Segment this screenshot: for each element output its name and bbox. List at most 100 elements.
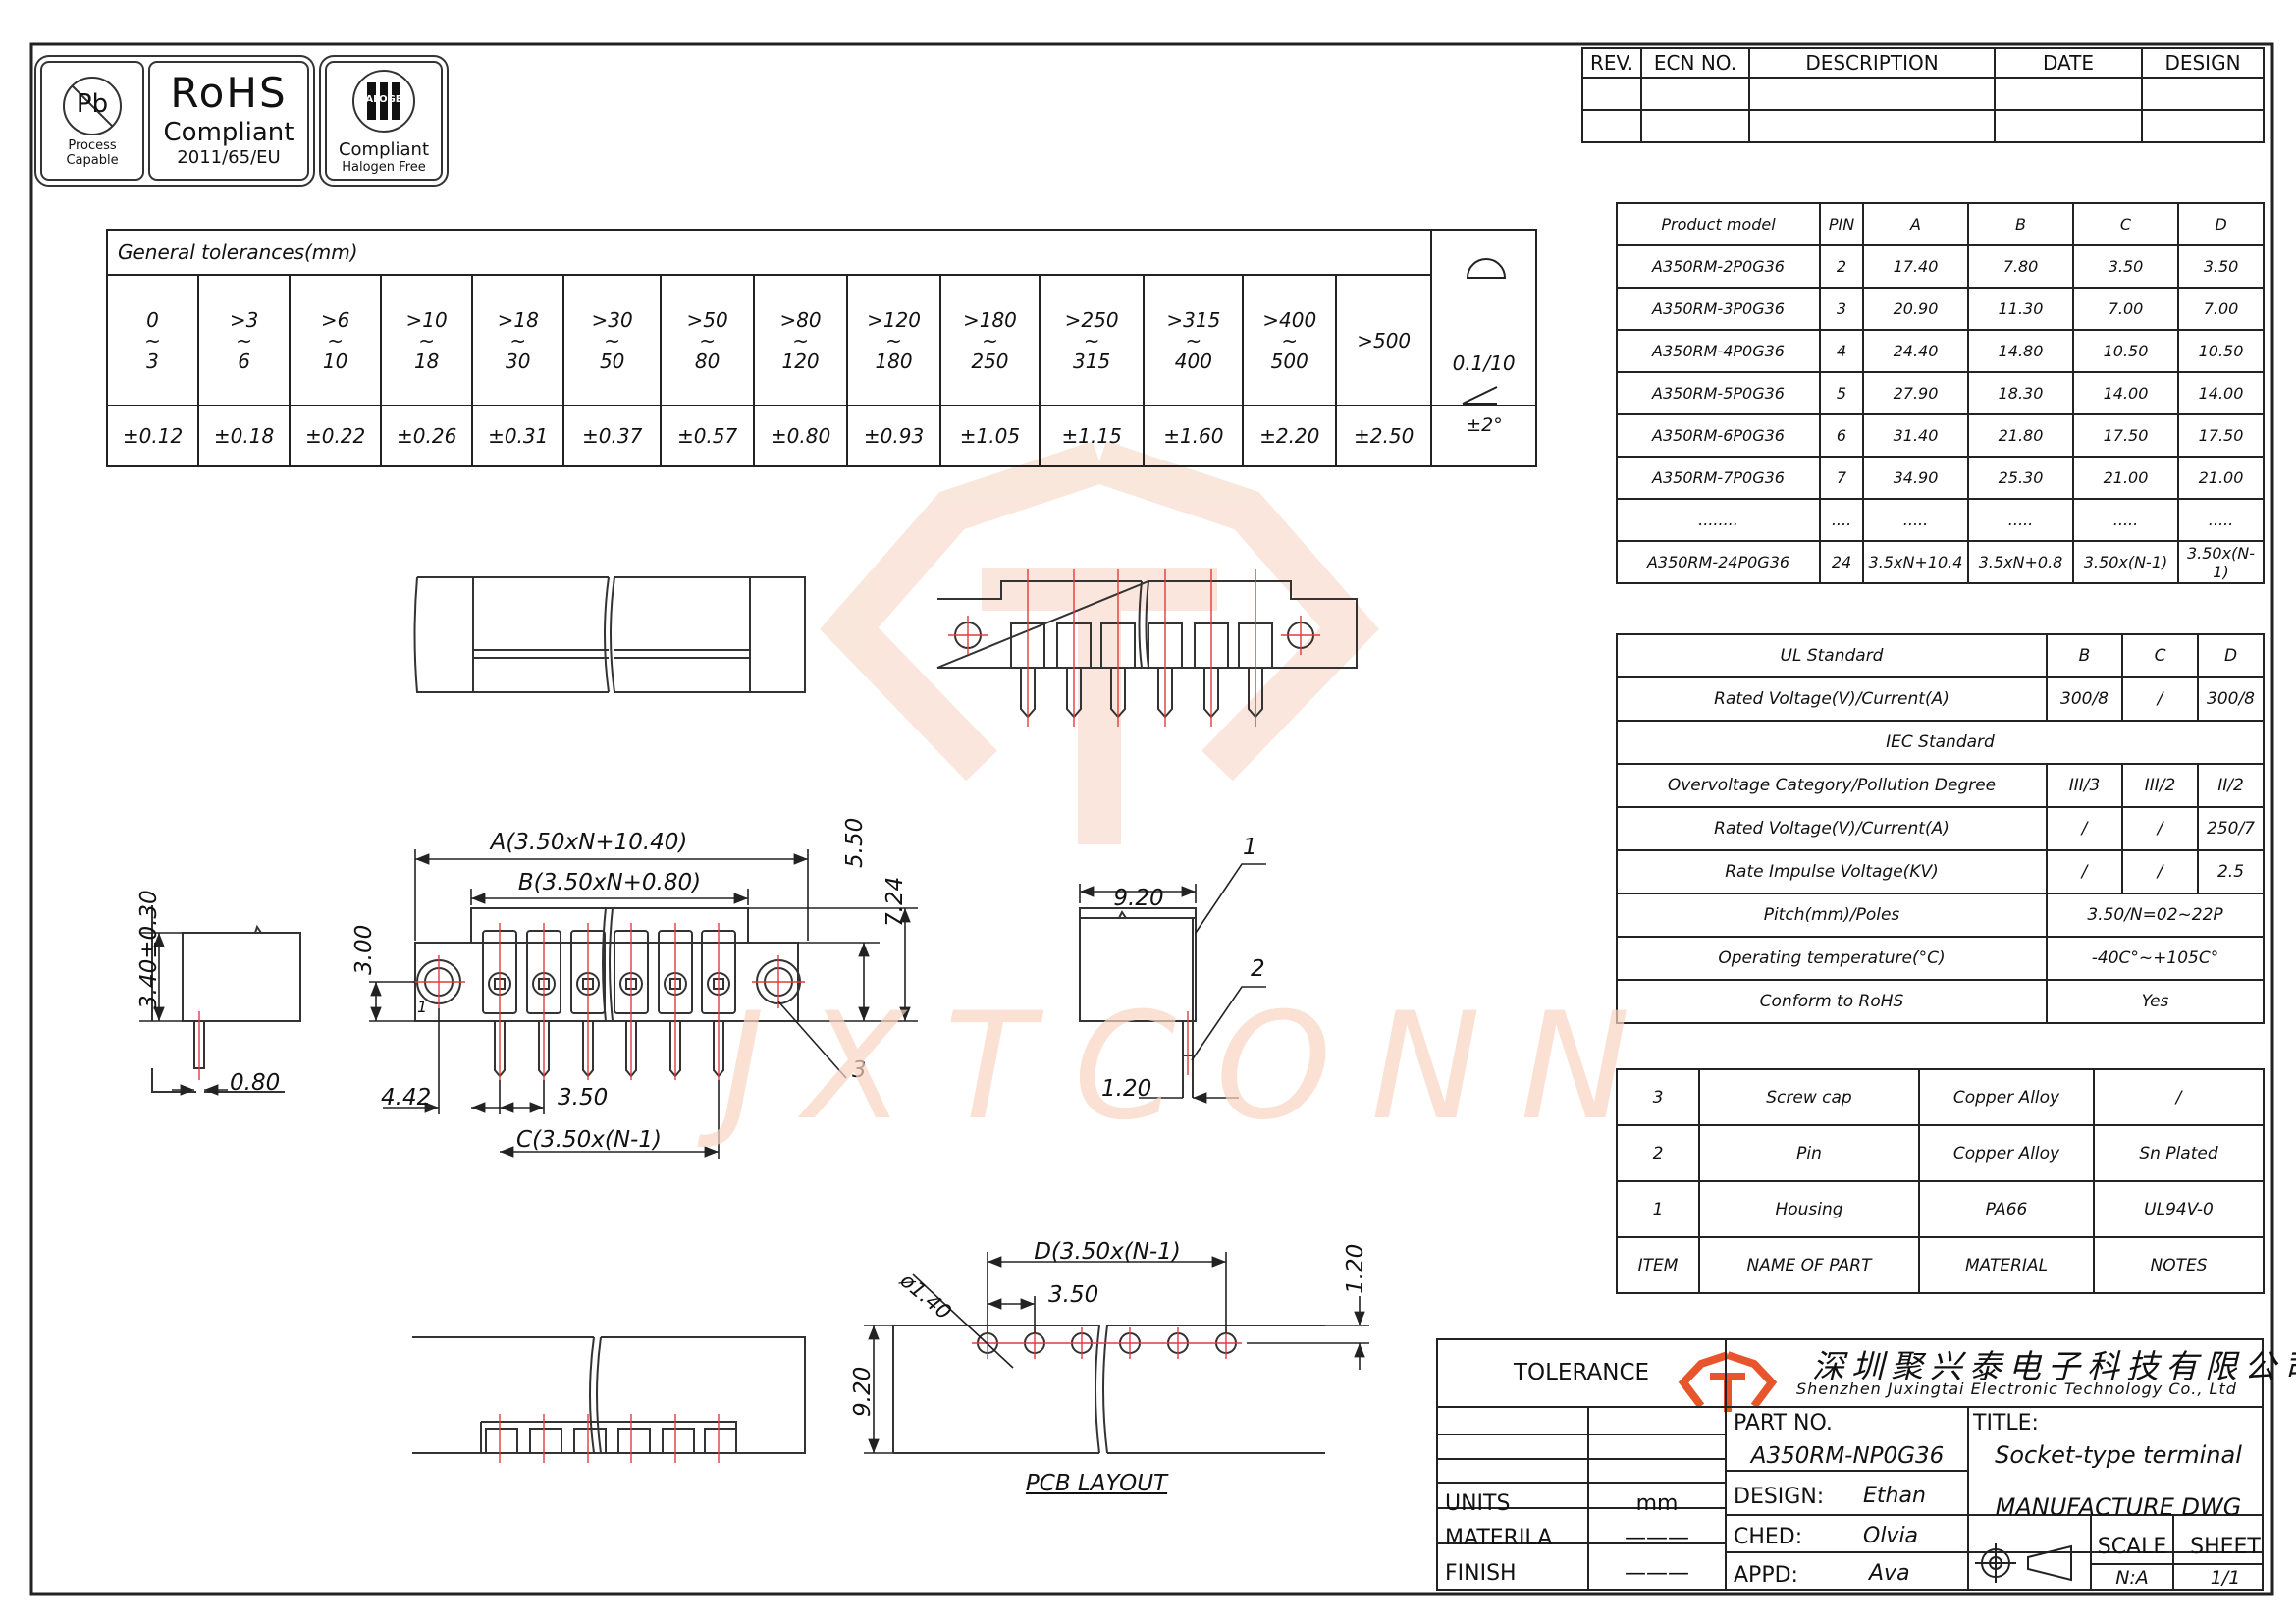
product-cell: 21.00 <box>2177 456 2265 500</box>
compliance-badges <box>34 55 449 187</box>
ul-rated-label: Rated Voltage(V)/Current(A) <box>1616 676 2048 722</box>
scale-label: SCALE <box>2097 1535 2167 1559</box>
design-header: DESIGN <box>2141 47 2265 79</box>
tolerance-value-cell: ±2.50 <box>1335 405 1433 467</box>
title-value: Socket-type terminal <box>1995 1441 2242 1469</box>
range-high: 10 <box>322 349 348 373</box>
parts-cell: PA66 <box>1918 1180 2095 1238</box>
product-cell: ..... <box>1862 498 1969 542</box>
checked-label: CHED: <box>1734 1525 1803 1549</box>
parts-cell: Sn Plated <box>2093 1124 2265 1182</box>
design-value: Ethan <box>1863 1484 1926 1508</box>
tolerance-range-cell: >30~50 <box>562 274 663 406</box>
spec-table: UL Standard B C D Rated Voltage(V)/Curre… <box>1616 633 2265 1024</box>
parts-cell: UL94V-0 <box>2093 1180 2265 1238</box>
tolerance-range-row: 0~3>3~6>6~10>10~18>18~30>30~50>50~80>80~… <box>105 274 1536 406</box>
halogen-line1: Compliant <box>338 139 430 160</box>
dim-a: A(3.50xN+10.40) <box>490 830 688 855</box>
parts-cell: Pin <box>1698 1124 1920 1182</box>
range-low: >30 <box>591 307 633 332</box>
parts-cell: / <box>2093 1068 2265 1126</box>
impulse-b: / <box>2046 849 2123 894</box>
ul-rated-d: 300/8 <box>2197 676 2265 722</box>
product-cell: 24.40 <box>1862 329 1969 373</box>
tolerance-value-cell: ±1.05 <box>939 405 1041 467</box>
product-cell: 18.30 <box>1967 371 2074 415</box>
product-cell: A350RM-24P0G36 <box>1616 540 1821 584</box>
product-cell: 14.80 <box>1967 329 2074 373</box>
temp-label: Operating temperature(°C) <box>1616 936 2048 981</box>
product-cell: 7 <box>1819 456 1864 500</box>
range-low: >400 <box>1262 307 1317 332</box>
iec-rated-d: 250/7 <box>2197 806 2265 851</box>
dimension-lines <box>139 849 1369 1454</box>
tolerance-range-cell: >3~6 <box>197 274 292 406</box>
flatness-value: 0.1/10 <box>1430 229 1537 406</box>
pcb-layout-label: PCB LAYOUT <box>1025 1471 1168 1496</box>
company-name-cn: 深圳聚兴泰电子科技有限公司 <box>1812 1347 2296 1385</box>
product-header-cell: PIN <box>1819 202 1864 246</box>
units-label: UNITS <box>1445 1491 1511 1516</box>
parts-cell: Copper Alloy <box>1918 1124 2095 1182</box>
date-header: DATE <box>1994 47 2143 79</box>
pitch-value: 3.50/N=02~22P <box>2046 893 2265 938</box>
range-high: 500 <box>1270 349 1308 373</box>
company-name-en: Shenzhen Juxingtai Electronic Technology… <box>1796 1380 2237 1398</box>
product-cell: 14.00 <box>2072 371 2179 415</box>
parts-cell: 2 <box>1616 1124 1700 1182</box>
ul-standard-label: UL Standard <box>1616 633 2048 678</box>
angle-cell <box>1430 405 1537 467</box>
dim-c: C(3.50x(N-1) <box>516 1127 662 1153</box>
product-cell: 3.5xN+0.8 <box>1967 540 2074 584</box>
parts-cell: 3 <box>1616 1068 1700 1126</box>
halogen-line2: Halogen Free <box>342 160 426 175</box>
product-cell: 7.00 <box>2072 287 2179 331</box>
parts-cell: Screw cap <box>1698 1068 1920 1126</box>
sheet-label: SHEET <box>2190 1535 2261 1559</box>
range-low: 0 <box>146 307 159 332</box>
range-tilde: ~ <box>144 328 161 352</box>
overvoltage-d: II/2 <box>2197 763 2265 808</box>
parts-cell: ITEM <box>1616 1236 1700 1294</box>
iec-standard-label: IEC Standard <box>1616 720 2265 765</box>
product-cell: A350RM-3P0G36 <box>1616 287 1821 331</box>
col-b-header: B <box>2046 633 2123 678</box>
product-cell: 10.50 <box>2072 329 2179 373</box>
product-cell: ..... <box>1967 498 2074 542</box>
overvoltage-b: III/3 <box>2046 763 2123 808</box>
rohs-label: Conform to RoHS <box>1616 979 2048 1024</box>
halogen-ring-text: HALOGEN <box>356 94 411 105</box>
units-value: mm <box>1635 1491 1679 1516</box>
range-tilde: ~ <box>509 328 527 352</box>
tolerance-value-cell: ±0.93 <box>846 405 942 467</box>
product-cell: 21.00 <box>2072 456 2179 500</box>
pitch-label: Pitch(mm)/Poles <box>1616 893 2048 938</box>
col-c-header: C <box>2121 633 2199 678</box>
tolerance-table: General tolerances(mm) 0.1/10 0~3>3~6>6~… <box>105 229 1537 467</box>
pb-line1: Process <box>68 138 117 153</box>
range-low: >50 <box>686 307 728 332</box>
rohs-title: RoHS <box>170 69 288 117</box>
callout-2: 2 <box>1251 956 1265 982</box>
range-high: 400 <box>1174 349 1212 373</box>
range-low: >120 <box>867 307 922 332</box>
range-low: >315 <box>1166 307 1221 332</box>
title-block-lines <box>1436 1338 2264 1591</box>
product-header-cell: D <box>2177 202 2265 246</box>
tolerance-range-cell: >10~18 <box>380 274 474 406</box>
dim-b: B(3.50xN+0.80) <box>517 870 702 895</box>
tolerance-range-cell: >18~30 <box>471 274 565 406</box>
product-cell: ..... <box>2177 498 2265 542</box>
rohs-value: Yes <box>2046 979 2265 1024</box>
product-cell: 3.5xN+10.4 <box>1862 540 1969 584</box>
product-cell: 21.80 <box>1967 413 2074 458</box>
range-high: 3 <box>146 349 159 373</box>
range-high: 80 <box>694 349 721 373</box>
tolerance-value-cell: ±0.57 <box>660 405 756 467</box>
product-cell: A350RM-5P0G36 <box>1616 371 1821 415</box>
